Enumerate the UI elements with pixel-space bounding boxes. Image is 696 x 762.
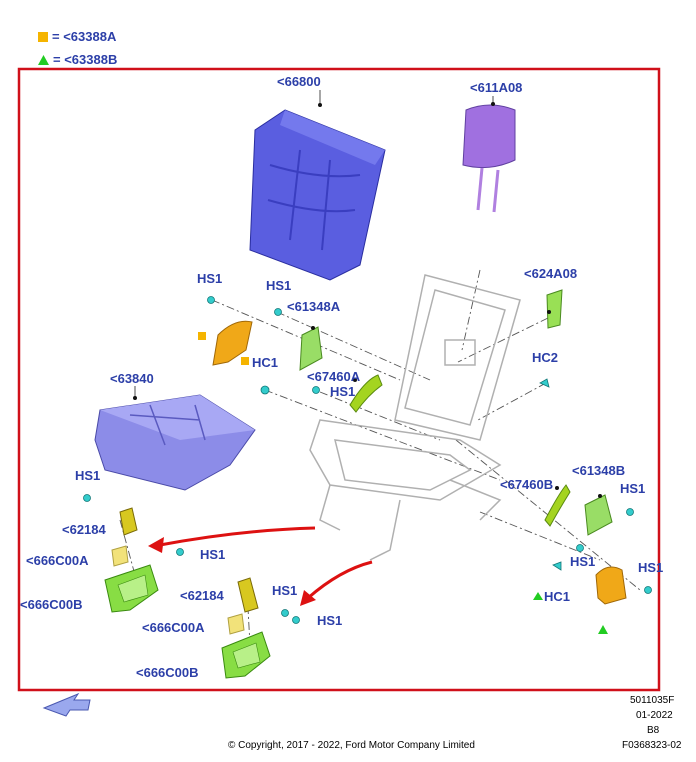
label-hs1-left-b: HS1 bbox=[200, 547, 226, 562]
label-hs1-left: HS1 bbox=[75, 468, 101, 483]
label-cover-67460b: <67460B bbox=[500, 477, 554, 492]
screw-clips bbox=[83, 296, 652, 624]
bracket-right-orange bbox=[533, 566, 627, 634]
label-hs1-top-b: HS1 bbox=[266, 278, 292, 293]
trim-61348a bbox=[299, 326, 323, 371]
label-headrest: <611A08 bbox=[470, 80, 523, 95]
label-bracket-62184-left: <62184 bbox=[62, 522, 106, 537]
diagram-frame bbox=[17, 67, 661, 692]
label-hs1-right-b: HS1 bbox=[570, 554, 596, 569]
cushion-pad bbox=[94, 386, 256, 491]
orange-square-icon bbox=[38, 31, 48, 42]
label-cover-67460a: <67460A bbox=[307, 369, 361, 384]
label-cover-666c00b-right: <666C00B bbox=[136, 665, 199, 680]
guide-624a08 bbox=[546, 289, 563, 329]
footer-date: 01-2022 bbox=[636, 710, 673, 721]
footer-copyright: © Copyright, 2017 - 2022, Ford Motor Com… bbox=[228, 740, 475, 751]
legend-text-triangle: = <63388B bbox=[53, 52, 118, 67]
view-direction-arrow-icon bbox=[42, 692, 91, 717]
label-cover-666c00b-left: <666C00B bbox=[20, 597, 83, 612]
label-hc1-bottom: HC1 bbox=[544, 589, 571, 604]
label-seat-back-pad: <66800 bbox=[277, 74, 321, 89]
label-hc2: HC2 bbox=[532, 350, 559, 365]
label-hs1-right-c: HS1 bbox=[638, 560, 664, 575]
green-triangle-icon bbox=[38, 54, 49, 65]
headrest bbox=[462, 96, 516, 213]
label-bracket-62184-right: <62184 bbox=[180, 588, 224, 603]
label-hs1-mid: HS1 bbox=[330, 384, 356, 399]
legend-row-square: = <63388A bbox=[38, 29, 116, 44]
footer-code: B8 bbox=[647, 725, 660, 736]
footer-ref-number: 5011035F bbox=[630, 695, 675, 706]
trim-61348b bbox=[584, 494, 613, 536]
left-lower-assembly bbox=[104, 507, 159, 613]
label-trim-61348b: <61348B bbox=[572, 463, 626, 478]
label-hs1-top-a: HS1 bbox=[197, 271, 223, 286]
label-hs1-right-a: HS1 bbox=[620, 481, 646, 496]
seat-frame bbox=[309, 274, 521, 561]
label-cover-666c00a-right: <666C00A bbox=[142, 620, 205, 635]
label-guide-624a08: <624A08 bbox=[524, 266, 578, 281]
footer-figure-id: F0368323-02 bbox=[622, 740, 682, 751]
center-lower-assembly bbox=[221, 577, 271, 679]
legend-text-square: = <63388A bbox=[52, 29, 117, 44]
label-cover-666c00a-left: <666C00A bbox=[26, 553, 89, 568]
cover-67460b bbox=[544, 484, 571, 527]
legend-row-triangle: = <63388B bbox=[38, 52, 117, 67]
label-hs1-center-b: HS1 bbox=[317, 613, 343, 628]
label-trim-61348a: <61348A bbox=[287, 299, 341, 314]
red-direction-arrows bbox=[148, 526, 373, 606]
label-hc1-top: HC1 bbox=[252, 355, 279, 370]
seat-back-pad bbox=[249, 90, 386, 281]
label-cushion-pad: <63840 bbox=[110, 371, 154, 386]
label-hs1-center-a: HS1 bbox=[272, 583, 298, 598]
cover-67460a bbox=[349, 374, 383, 413]
bracket-left-orange bbox=[198, 320, 253, 366]
